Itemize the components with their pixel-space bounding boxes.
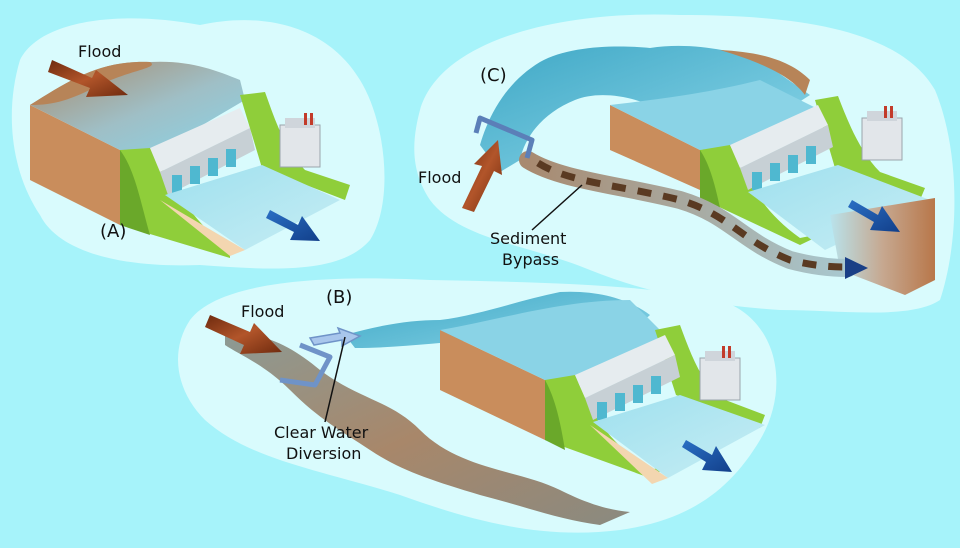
- panel-b-label: (B): [326, 287, 353, 308]
- panel-a-flood-arrow: [48, 60, 128, 97]
- panel-a-bank: [30, 105, 120, 225]
- panel-b-outflow-arrow: [682, 440, 732, 472]
- panel-a-outflow-arrow: [266, 210, 320, 241]
- panel-c-outflow-arrow: [848, 200, 900, 232]
- panel-b-muddy-river: [225, 334, 630, 525]
- panel-b-power-plant: [699, 346, 741, 401]
- panel-c-label: (C): [480, 65, 507, 86]
- panel-b-annotation-line-2: Diversion: [286, 444, 362, 463]
- panel-b-annotation-line-1: Clear Water: [274, 423, 369, 442]
- panel-b-flood-label: Flood: [241, 302, 285, 321]
- panel-c-intake-gate: [473, 115, 535, 159]
- panel-a-power-plant: [279, 113, 321, 168]
- panel-a-dam-wall: [150, 108, 250, 172]
- panel-c-annotation-line-2: Bypass: [502, 250, 560, 269]
- panel-a-dam: [30, 61, 350, 258]
- panel-b-diversion-structure: [279, 342, 333, 388]
- panel-c-bypass-arrowhead: [845, 257, 868, 279]
- panel-c-leader-line: [531, 184, 583, 231]
- panel-a-flood-label: Flood: [78, 42, 122, 61]
- panel-a-downstream: [165, 165, 340, 250]
- panel-c-flood-arrow: [462, 140, 502, 212]
- panel-b-flood-arrow: [205, 315, 282, 354]
- panel-c-sediment-dashes: [536, 160, 846, 271]
- panel-c-flood-label: Flood: [418, 168, 462, 187]
- panel-b-dam: [225, 291, 765, 525]
- panel-b-diversion-arrow: [308, 326, 362, 348]
- panel-b-leader-line: [324, 336, 346, 423]
- panel-c-annotation-line-1: Sediment: [490, 229, 567, 248]
- panel-c-dam: [480, 45, 935, 295]
- panel-a-label: (A): [100, 221, 127, 242]
- panel-c-power-plant: [861, 106, 903, 161]
